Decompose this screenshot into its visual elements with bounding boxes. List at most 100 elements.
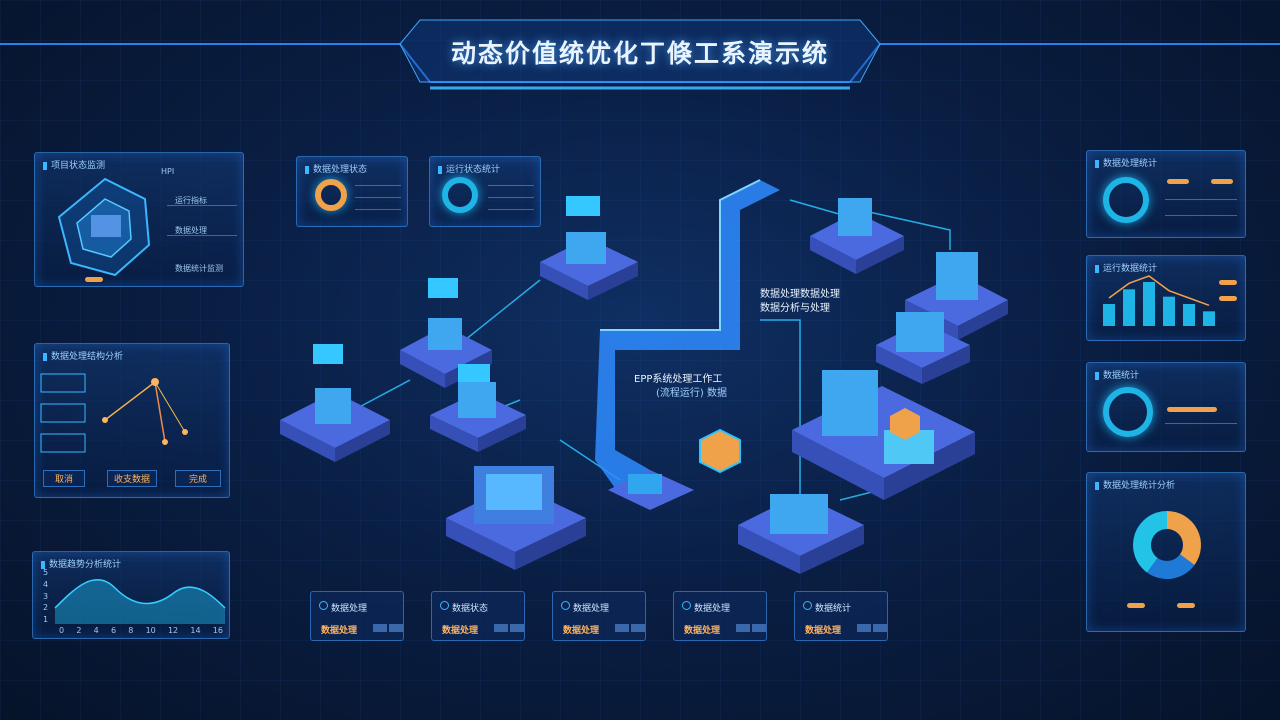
right-ring-3 bbox=[1103, 387, 1153, 437]
status-pill bbox=[1219, 280, 1237, 285]
x-axis-ticks: 0 2 4 6 8 10 12 14 16 bbox=[59, 626, 223, 635]
bar bbox=[1103, 304, 1115, 326]
card-label: 数据处理 bbox=[573, 604, 610, 614]
bottom-card[interactable]: 数据统计 数据处理 bbox=[794, 591, 888, 641]
panel-title: 数据处理统计分析 bbox=[1095, 478, 1175, 491]
card-value: 数据处理 bbox=[321, 626, 358, 636]
bar bbox=[1203, 311, 1215, 326]
bar bbox=[1163, 296, 1175, 326]
card-chip bbox=[615, 624, 629, 632]
card-chip bbox=[373, 624, 387, 632]
flow-mid-sublabel: (流程运行) 数据 bbox=[656, 388, 727, 399]
donut-slice bbox=[1133, 511, 1167, 573]
divider bbox=[1165, 423, 1237, 424]
flow-mid-label: EPP系统处理工作工 bbox=[634, 374, 723, 385]
card-icon bbox=[682, 601, 691, 610]
card-chip bbox=[631, 624, 645, 632]
donut-slice bbox=[1147, 554, 1195, 579]
divider bbox=[1165, 215, 1237, 216]
card-chip bbox=[736, 624, 750, 632]
network-chart bbox=[40, 373, 188, 453]
radar-panel: 项目状态监测 HPI 运行指标 数据处理 数据统计监测 bbox=[34, 152, 244, 287]
status-pill bbox=[85, 277, 103, 282]
y-tick: 2 bbox=[43, 603, 49, 613]
cancel-button[interactable]: 取消 bbox=[43, 470, 85, 487]
y-tick: 5 bbox=[43, 568, 49, 577]
bottom-card[interactable]: 数据处理 数据处理 bbox=[552, 591, 646, 641]
radar-label: 数据处理 bbox=[175, 226, 207, 235]
divider bbox=[167, 235, 237, 236]
header-frame bbox=[0, 19, 1280, 90]
card-icon bbox=[319, 601, 328, 610]
top-status-panel: 数据处理状态 bbox=[296, 156, 408, 227]
divider bbox=[488, 197, 534, 198]
x-tick: 10 bbox=[145, 626, 156, 635]
right-ring-1 bbox=[1103, 177, 1149, 223]
bottom-card[interactable]: 数据处理 数据处理 bbox=[673, 591, 767, 641]
area-chart bbox=[54, 578, 226, 624]
divider bbox=[488, 209, 534, 210]
card-chip bbox=[510, 624, 524, 632]
card-chip bbox=[389, 624, 403, 632]
panel-title: 数据处理统计 bbox=[1095, 156, 1157, 169]
confirm-button[interactable]: 完成 bbox=[175, 470, 221, 487]
y-axis-ticks: 5 4 3 2 1 bbox=[43, 568, 48, 624]
radar-label: HPI bbox=[161, 167, 175, 176]
top-runtime-panel: 运行状态统计 bbox=[429, 156, 541, 227]
status-pill bbox=[1211, 179, 1233, 184]
trend-line bbox=[1108, 275, 1210, 307]
card-value: 数据处理 bbox=[563, 626, 600, 636]
bar bbox=[1123, 289, 1135, 326]
right-panel-2: 运行数据统计 bbox=[1086, 255, 1246, 341]
divider bbox=[488, 185, 534, 186]
x-tick: 14 bbox=[190, 626, 201, 635]
panel-title: 项目状态监测 bbox=[43, 158, 105, 171]
radar-label: 数据统计监测 bbox=[175, 264, 223, 273]
card-value: 数据处理 bbox=[805, 626, 842, 636]
bottom-card[interactable]: 数据状态 数据处理 bbox=[431, 591, 525, 641]
area-chart-panel: 数据趋势分析统计 0 2 4 6 8 10 12 14 16 5 4 3 2 1 bbox=[32, 551, 230, 639]
card-chip bbox=[873, 624, 887, 632]
card-value: 数据处理 bbox=[442, 626, 479, 636]
x-tick: 16 bbox=[212, 626, 223, 635]
card-chip bbox=[752, 624, 766, 632]
flow-top-sublabel: 数据分析与处理 bbox=[760, 303, 830, 314]
radar-chart bbox=[57, 177, 151, 277]
y-tick: 4 bbox=[43, 579, 49, 589]
radar-label: 运行指标 bbox=[175, 196, 207, 205]
right-panel-4: 数据处理统计分析 bbox=[1086, 472, 1246, 632]
header: 动态价值统优化丁倏工系演示统 bbox=[0, 0, 1280, 110]
status-ring bbox=[315, 179, 347, 211]
status-pill bbox=[1219, 296, 1237, 301]
card-label: 数据处理 bbox=[331, 604, 368, 614]
divider bbox=[355, 185, 401, 186]
donut-chart bbox=[1133, 511, 1201, 579]
card-icon bbox=[440, 601, 449, 610]
x-tick: 0 bbox=[59, 626, 65, 635]
x-tick: 4 bbox=[93, 626, 99, 635]
donut-slice bbox=[1167, 511, 1201, 565]
status-pill bbox=[1127, 603, 1145, 608]
data-button[interactable]: 收支数据 bbox=[107, 470, 157, 487]
x-tick: 12 bbox=[167, 626, 179, 635]
panel-title: 运行状态统计 bbox=[438, 162, 500, 175]
platforms bbox=[280, 198, 1008, 574]
bar bbox=[1183, 304, 1195, 326]
card-label: 数据统计 bbox=[815, 604, 852, 614]
card-icon bbox=[803, 601, 812, 610]
divider bbox=[1165, 199, 1237, 200]
card-label: 数据状态 bbox=[452, 604, 489, 614]
bottom-card[interactable]: 数据处理 数据处理 bbox=[310, 591, 404, 641]
right-bar-chart bbox=[1103, 275, 1215, 326]
panel-title: 数据趋势分析统计 bbox=[41, 557, 121, 570]
x-tick: 2 bbox=[76, 626, 82, 635]
card-icon bbox=[561, 601, 570, 610]
status-pill bbox=[1167, 407, 1217, 412]
right-panel-1: 数据处理统计 bbox=[1086, 150, 1246, 238]
panel-title: 数据处理结构分析 bbox=[43, 349, 123, 362]
bar bbox=[1143, 282, 1155, 326]
divider bbox=[355, 209, 401, 210]
divider bbox=[167, 205, 237, 206]
right-panel-3: 数据统计 bbox=[1086, 362, 1246, 452]
